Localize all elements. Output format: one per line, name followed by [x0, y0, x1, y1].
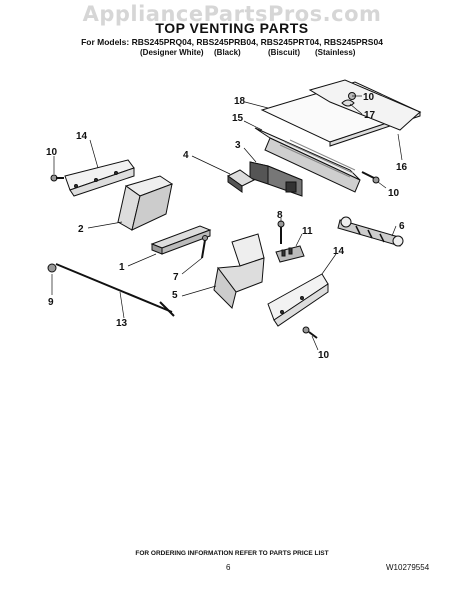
color-label-white: (Designer White) [140, 48, 204, 57]
part-1-channel [150, 225, 212, 255]
part-2-duct [117, 175, 174, 231]
callout-8: 8 [277, 210, 283, 221]
watermark: AppliancePartsPros.com [82, 2, 382, 26]
document-number: W10279554 [386, 563, 430, 572]
callout-10-bottom: 10 [318, 350, 330, 361]
callout-labels: 18 10 17 15 16 14 10 3 4 10 2 8 11 6 1 7… [46, 92, 408, 361]
part-14-upper-bracket [64, 159, 135, 197]
callout-14-upper: 14 [76, 131, 88, 142]
color-label-biscuit: (Biscuit) [268, 48, 300, 57]
part-4-foam-block [227, 169, 255, 193]
part-16-rear-panel [308, 79, 421, 131]
part-5-housing [213, 233, 265, 309]
part-10-screw-left [50, 174, 64, 182]
callout-2: 2 [78, 224, 84, 235]
callout-14-lower: 14 [333, 246, 345, 257]
callout-7: 7 [173, 272, 179, 283]
page-title: TOP VENTING PARTS [155, 20, 309, 36]
part-10-screw-right [361, 171, 380, 184]
callout-10-left: 10 [46, 147, 58, 158]
callout-10-right: 10 [388, 188, 400, 199]
callout-13: 13 [116, 318, 128, 329]
callout-16: 16 [396, 162, 408, 173]
part-8-screw [277, 220, 285, 244]
callout-1: 1 [119, 262, 125, 273]
callout-17: 17 [364, 110, 376, 121]
callout-9: 9 [48, 297, 54, 308]
leader-lines [51, 95, 403, 351]
callout-4: 4 [183, 150, 189, 161]
color-label-stainless: (Stainless) [315, 48, 356, 57]
part-15-vent-grille [254, 127, 361, 193]
callout-15: 15 [232, 113, 244, 124]
part-14-lower-bracket [267, 273, 329, 327]
callout-11: 11 [302, 226, 313, 237]
ordering-info-note: FOR ORDERING INFORMATION REFER TO PARTS … [135, 550, 329, 557]
part-7-screw [201, 235, 208, 259]
part-6-heater-assembly [337, 216, 404, 247]
page-number: 6 [226, 563, 231, 572]
callout-10-top: 10 [363, 92, 375, 103]
color-label-black: (Black) [214, 48, 241, 57]
part-9-fastener [47, 263, 57, 273]
callout-3: 3 [235, 140, 241, 151]
model-list: For Models: RBS245PRQ04, RBS245PRB04, RB… [81, 37, 383, 47]
part-10-screw-bottom [302, 326, 318, 339]
part-11-clip-bracket [275, 245, 305, 263]
part-13-rod [55, 263, 175, 317]
callout-5: 5 [172, 290, 178, 301]
callout-6: 6 [399, 221, 405, 232]
callout-18: 18 [234, 96, 246, 107]
part-3-fan-assembly [249, 161, 303, 197]
